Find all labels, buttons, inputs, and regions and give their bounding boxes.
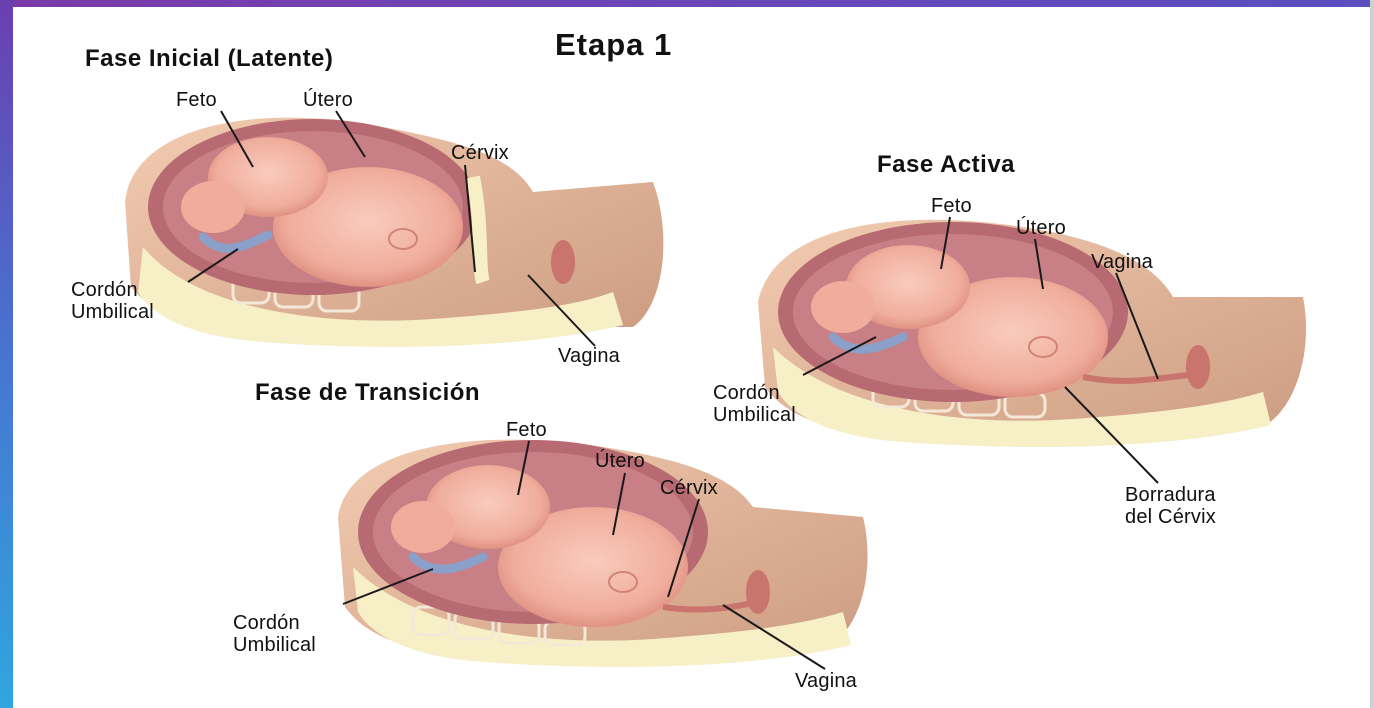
latent-label-umbilical: Umbilical [71, 301, 154, 323]
main-title: Etapa 1 [555, 27, 672, 63]
transition-label-umbilical: Umbilical [233, 634, 316, 656]
frame-right-border [1370, 0, 1374, 708]
active-label-umbilical: Umbilical [713, 404, 796, 426]
diagram-illustration [13, 7, 1370, 708]
frame-top-border [0, 0, 1374, 7]
latent-label-feto: Feto [176, 89, 217, 111]
transition-label-feto: Feto [506, 419, 547, 441]
transition-label-vagina: Vagina [795, 670, 857, 692]
transition-label-utero: Útero [595, 450, 645, 472]
active-phase-illustration [758, 220, 1306, 447]
active-phase-title: Fase Activa [877, 151, 1015, 179]
active-label-del-cervix: del Cérvix [1125, 506, 1216, 528]
latent-phase-title: Fase Inicial (Latente) [85, 45, 333, 73]
active-label-feto: Feto [931, 195, 972, 217]
latent-label-vagina: Vagina [558, 345, 620, 367]
transition-label-cervix: Cérvix [660, 477, 718, 499]
active-label-utero: Útero [1016, 217, 1066, 239]
latent-label-utero: Útero [303, 89, 353, 111]
active-label-cordon: Cordón [713, 382, 780, 404]
frame-left-border [0, 0, 13, 708]
transition-phase-title: Fase de Transición [255, 379, 480, 407]
diagram-canvas: Etapa 1 Fase Inicial (Latente) Feto Úter… [13, 7, 1370, 708]
latent-label-cervix: Cérvix [451, 142, 509, 164]
latent-phase-illustration [125, 118, 663, 347]
transition-label-cordon: Cordón [233, 612, 300, 634]
active-label-vagina: Vagina [1091, 251, 1153, 273]
active-label-borradura: Borradura [1125, 484, 1216, 506]
latent-label-cordon: Cordón [71, 279, 138, 301]
transition-phase-illustration [338, 440, 868, 667]
